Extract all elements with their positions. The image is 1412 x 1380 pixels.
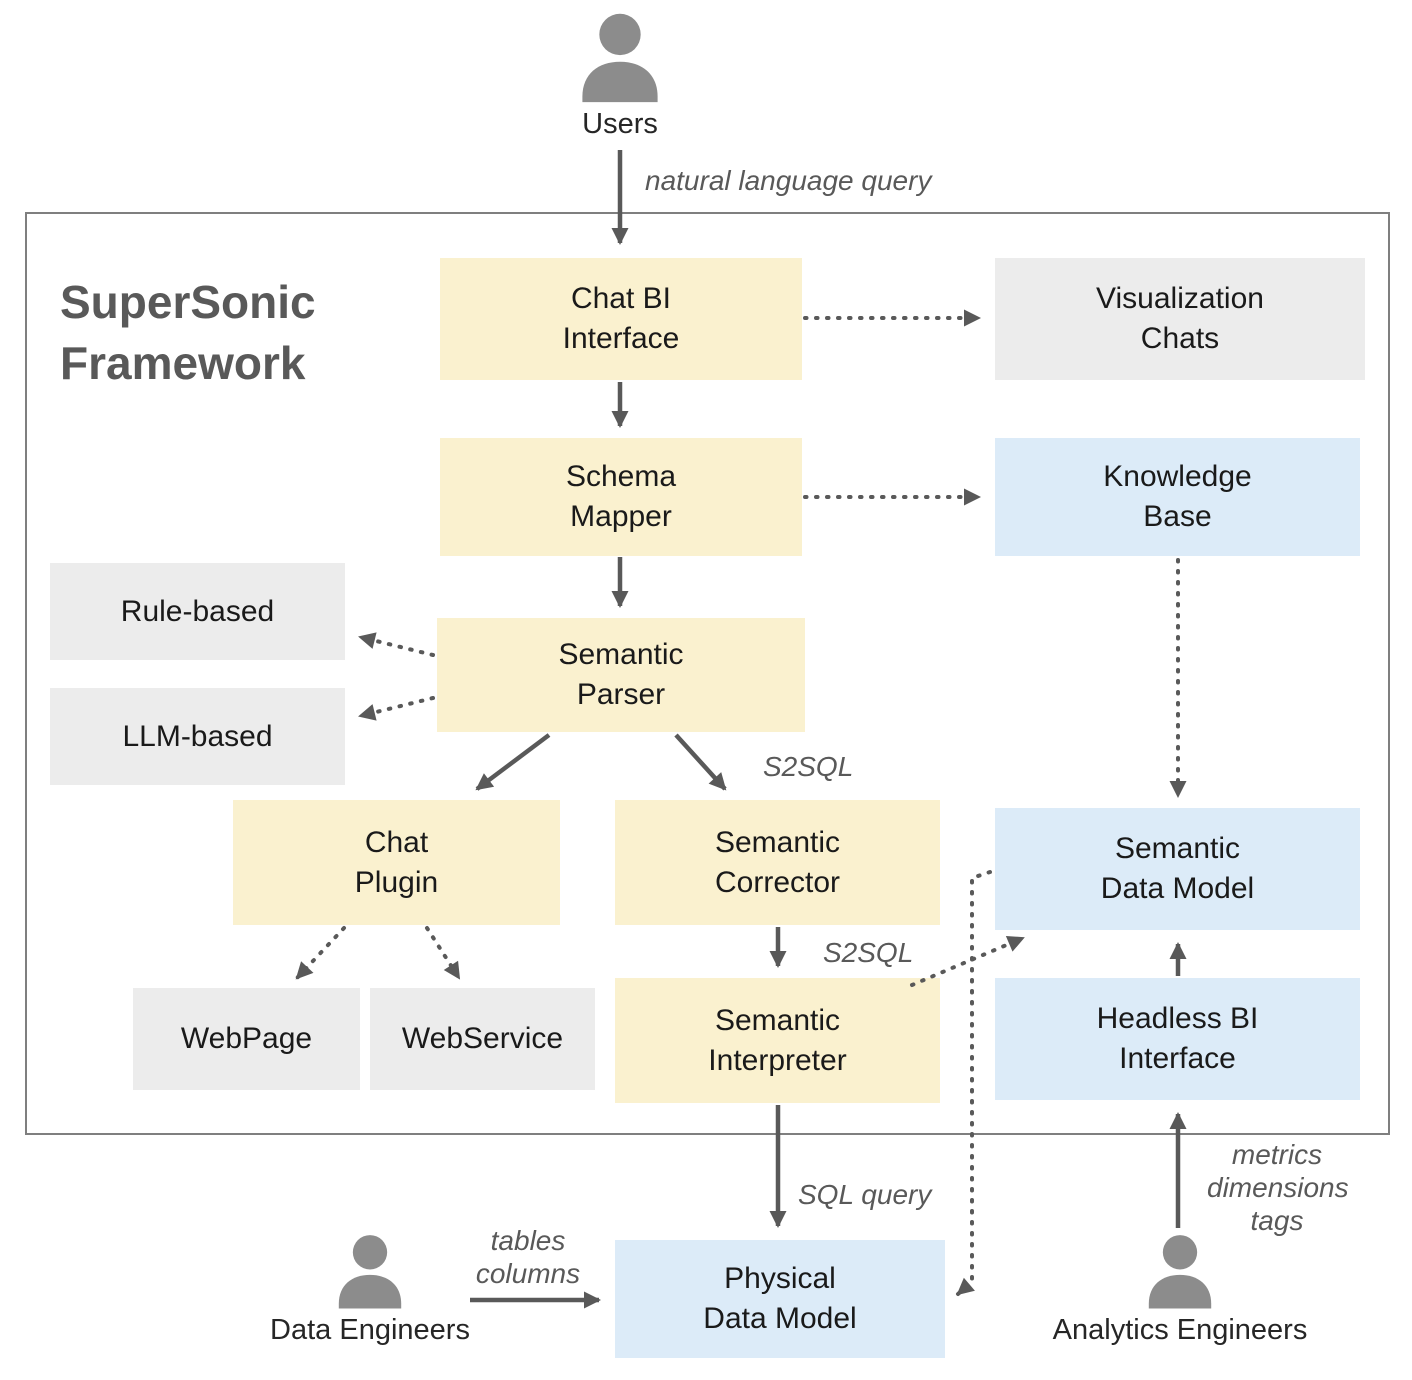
actor-users-label: Users bbox=[582, 108, 658, 140]
node-llm-based: LLM-based bbox=[50, 688, 345, 785]
node-physical-data-model: Physical Data Model bbox=[615, 1240, 945, 1358]
edge-label-tables-columns: tables columns bbox=[475, 1225, 581, 1290]
edge-label-metrics-dimensions-tags: metrics dimensions tags bbox=[1207, 1139, 1349, 1237]
supersonic-framework-frame bbox=[25, 212, 1390, 1135]
user-icon bbox=[582, 13, 658, 103]
actor-analytics-engineers: Analytics Engineers bbox=[1050, 1232, 1310, 1347]
node-chat-bi-interface: Chat BI Interface bbox=[440, 258, 802, 380]
actor-data-engineers: Data Engineers bbox=[260, 1232, 480, 1347]
edge-label-s2sql-parser: S2SQL bbox=[763, 751, 854, 782]
node-schema-mapper: Schema Mapper bbox=[440, 438, 802, 556]
data-engineer-icon bbox=[338, 1235, 402, 1309]
edge-label-sql-query: SQL query bbox=[798, 1179, 932, 1210]
node-rule-based: Rule-based bbox=[50, 563, 345, 660]
analytics-engineer-icon bbox=[1148, 1235, 1212, 1309]
node-webpage: WebPage bbox=[133, 988, 360, 1090]
node-knowledge-base: Knowledge Base bbox=[995, 438, 1360, 556]
node-semantic-interpreter: Semantic Interpreter bbox=[615, 978, 940, 1103]
node-semantic-corrector: Semantic Corrector bbox=[615, 800, 940, 925]
node-webservice: WebService bbox=[370, 988, 595, 1090]
node-semantic-parser: Semantic Parser bbox=[437, 618, 805, 732]
edge-label-s2sql-corrector: S2SQL bbox=[823, 937, 914, 968]
node-chat-plugin: Chat Plugin bbox=[233, 800, 560, 925]
node-visualization-chats: Visualization Chats bbox=[995, 258, 1365, 380]
actor-data-engineers-label: Data Engineers bbox=[270, 1314, 470, 1346]
framework-title: SuperSonic Framework bbox=[60, 276, 316, 389]
actor-users: Users bbox=[545, 10, 695, 141]
node-headless-bi-interface: Headless BI Interface bbox=[995, 978, 1360, 1100]
node-semantic-data-model: Semantic Data Model bbox=[995, 808, 1360, 930]
edge-label-natural-language-query: natural language query bbox=[645, 165, 932, 196]
actor-analytics-engineers-label: Analytics Engineers bbox=[1052, 1314, 1308, 1346]
